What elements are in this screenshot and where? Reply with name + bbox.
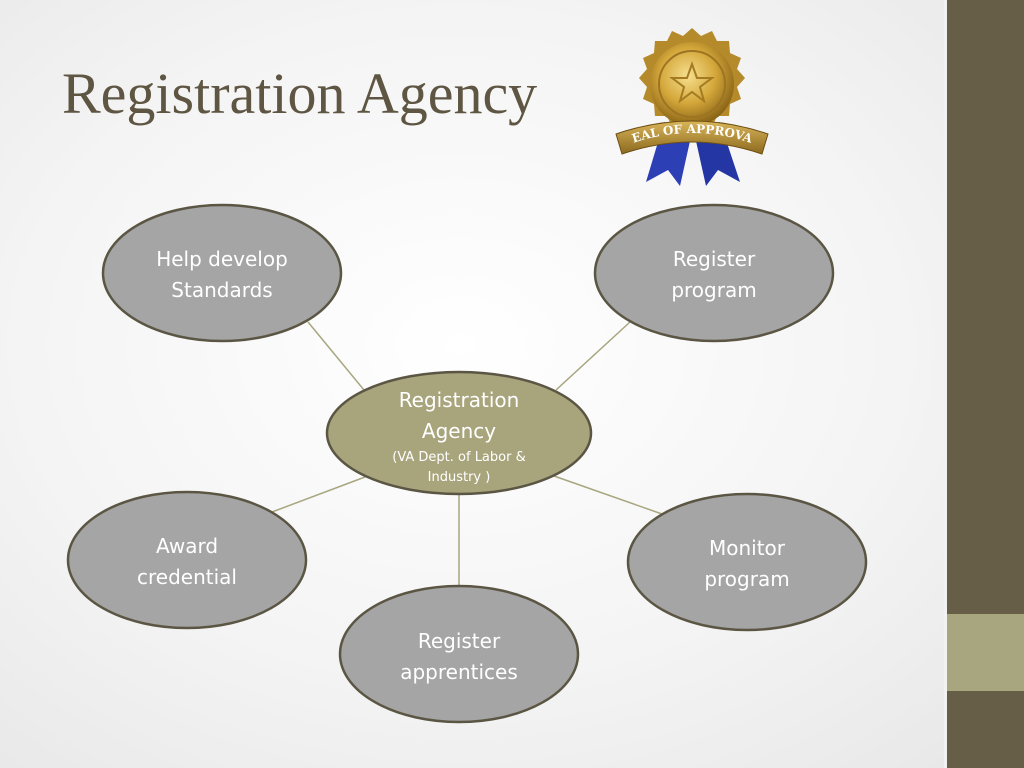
svg-text:apprentices: apprentices [400,660,518,684]
center-node-registration-agency: Registration Agency (VA Dept. of Labor &… [325,370,593,496]
svg-text:Agency: Agency [422,419,496,443]
svg-text:Award: Award [156,534,218,558]
svg-text:Industry ): Industry ) [428,470,491,485]
connector-award [271,476,366,513]
node-monitor-program: Monitor program [626,492,868,632]
svg-text:Help develop: Help develop [156,247,288,271]
svg-text:Monitor: Monitor [709,536,786,560]
node-register-program: Register program [593,203,835,343]
sidebar-edge-line [944,0,947,768]
svg-text:(VA Dept. of Labor &: (VA Dept. of Labor & [392,450,525,465]
svg-text:Register: Register [418,629,501,653]
node-award-credential: Award credential [66,490,308,630]
svg-text:program: program [704,567,789,591]
connector-standards [307,321,365,391]
svg-text:Registration: Registration [399,388,520,412]
svg-text:Register: Register [673,247,756,271]
connector-register-program [555,321,631,391]
svg-text:credential: credential [137,565,237,589]
node-help-develop-standards: Help develop Standards [101,203,343,343]
connector-monitor [553,475,663,515]
seal-of-approval-icon: SEAL OF APPROVAL [612,22,769,186]
slide-title: Registration Agency [62,61,538,126]
svg-text:program: program [671,278,756,302]
svg-text:Standards: Standards [171,278,272,302]
agency-diagram: Registration Agency (VA Dept. of Labor &… [66,203,868,724]
node-register-apprentices: Register apprentices [338,584,580,724]
sidebar-accent-block [947,614,1024,691]
